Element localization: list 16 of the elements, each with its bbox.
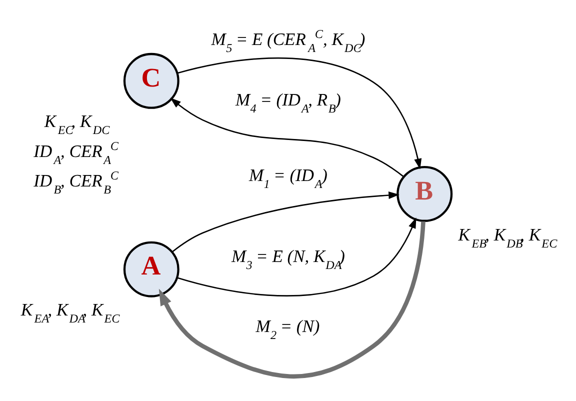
arrow: [170, 98, 404, 178]
edge-label: M$_{4}$ = (ID$_{A}$, R$_{B}$): [236, 90, 341, 116]
edge-label: M$_{5}$ = E (CER$_{A}$$^{C}$, K$_{DC}$): [211, 27, 366, 56]
arrow: [172, 192, 400, 252]
arrow: [177, 218, 416, 296]
node-circle: B: [396, 166, 453, 222]
edge-label: M$_{3}$ = E (N, K$_{DA}$): [231, 246, 345, 272]
arrow: [158, 221, 426, 378]
arrow: [177, 58, 422, 170]
edge-label: M$_{2}$ = (N): [256, 316, 320, 342]
node-label: K$_{EC}$, K$_{DC}$: [44, 111, 110, 138]
node-circle: C: [123, 52, 180, 109]
node-label: K$_{EA}$, K$_{DA}$, K$_{EC}$: [20, 300, 120, 326]
node-label: K$_{EB}$, K$_{DB}$, K$_{EC}$: [458, 224, 558, 250]
edge-label: M$_{1}$ = (ID$_{A}$): [248, 165, 328, 192]
node-circle: A: [123, 241, 180, 298]
